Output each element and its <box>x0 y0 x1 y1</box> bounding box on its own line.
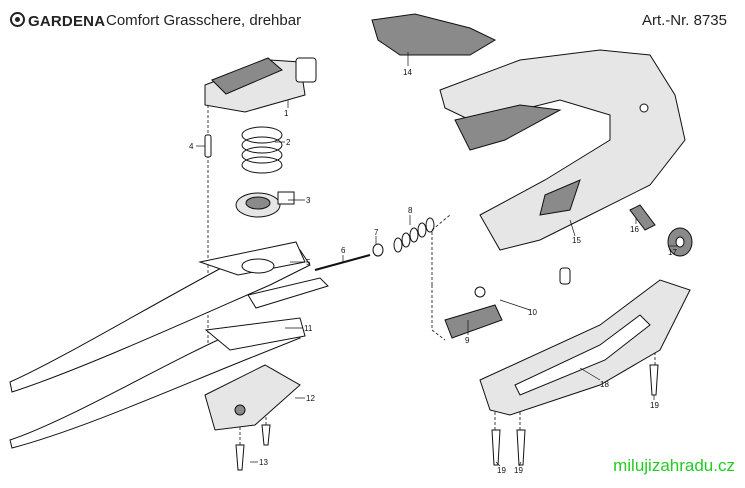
part-label-14: 14 <box>403 68 412 77</box>
part-label-12: 12 <box>306 394 315 403</box>
article-number: Art.-Nr. 8735 <box>641 12 727 29</box>
part-labels: 1 2 3 4 5 6 7 8 9 10 11 12 13 14 15 16 1… <box>189 68 677 475</box>
part-lower-housing <box>479 279 691 416</box>
part-label-8: 8 <box>408 206 413 215</box>
brand-name: GARDENA <box>28 13 106 30</box>
part-label-4: 4 <box>189 142 194 151</box>
part-label-13: 13 <box>259 458 268 467</box>
part-label-19a: 19 <box>650 401 659 410</box>
leader-lines <box>196 52 678 467</box>
brand-mark-icon <box>10 12 25 27</box>
watermark: milujizahradu.cz <box>613 456 735 475</box>
part-pin <box>204 134 212 158</box>
product-title: Comfort Grasschere, drehbar <box>106 12 302 29</box>
part-head-cap <box>204 57 317 113</box>
part-base-plate <box>204 364 301 431</box>
part-handle-washer <box>667 227 693 257</box>
part-latch <box>444 286 503 339</box>
part-label-11: 11 <box>304 324 313 333</box>
brand-logo: GARDENA <box>10 12 105 30</box>
part-spring <box>241 126 283 174</box>
part-pressure-spring <box>393 217 435 253</box>
part-housing-screws <box>491 364 659 466</box>
part-label-9: 9 <box>465 336 470 345</box>
part-clip <box>371 13 497 56</box>
part-bushing <box>235 191 295 218</box>
part-label-19b: 19 <box>497 466 506 475</box>
part-handle <box>439 49 686 251</box>
part-axle <box>559 267 571 285</box>
part-label-17: 17 <box>668 248 677 257</box>
part-washer <box>372 243 384 257</box>
part-label-19c: 19 <box>514 466 523 475</box>
part-label-7: 7 <box>374 228 379 237</box>
part-label-18: 18 <box>600 380 609 389</box>
part-label-5: 5 <box>306 258 311 267</box>
part-label-15: 15 <box>572 236 581 245</box>
part-screws <box>235 424 271 471</box>
part-label-2: 2 <box>286 138 291 147</box>
part-label-1: 1 <box>284 109 289 118</box>
part-label-3: 3 <box>306 196 311 205</box>
part-label-6: 6 <box>341 246 346 255</box>
part-handle-pin <box>629 204 656 231</box>
part-label-16: 16 <box>630 225 639 234</box>
part-lever <box>247 277 329 309</box>
blade-upper <box>9 249 311 393</box>
part-label-10: 10 <box>528 308 537 317</box>
